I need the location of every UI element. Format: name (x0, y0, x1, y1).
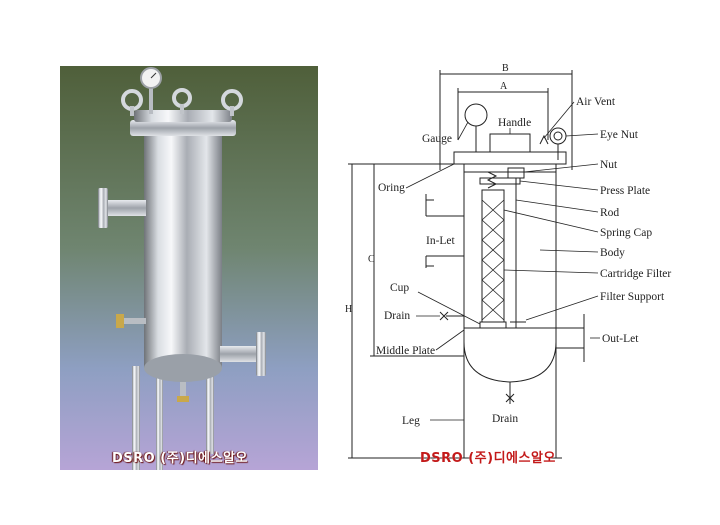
dimension-h-label: H (345, 304, 352, 315)
photo-bottom-drain-valve (177, 396, 189, 402)
label-cartridge-filter: Cartridge Filter (600, 268, 671, 280)
label-in-let: In-Let (426, 235, 456, 247)
label-drain-side: Drain (384, 310, 410, 322)
leader-spring-cap (503, 209, 599, 233)
photo-outlet-flange (256, 332, 266, 376)
label-handle: Handle (498, 117, 531, 129)
photo-outlet-pipe (220, 346, 258, 362)
photo-bolt-1 (130, 106, 134, 116)
label-press-plate: Press Plate (600, 185, 650, 197)
label-filter-support: Filter Support (600, 291, 665, 303)
photo-gauge-stem (149, 84, 153, 114)
photo-caption: DSRO (주)디에스알오 (112, 451, 248, 466)
nut-shape (507, 167, 525, 179)
handle-shape (489, 133, 531, 152)
leader-filter-support (525, 295, 599, 321)
eye-nut-icon (549, 127, 567, 145)
photo-leg-right (206, 366, 214, 454)
photo-drain-valve (116, 314, 124, 328)
photo-top-flange (130, 120, 236, 136)
leader-nut (523, 163, 599, 173)
filter-housing-photo (60, 66, 318, 470)
leader-press-plate (519, 180, 599, 191)
label-out-let: Out-Let (602, 333, 639, 345)
photo-inlet-pipe (104, 200, 146, 216)
air-vent-icon (539, 134, 549, 145)
label-air-vent: Air Vent (576, 96, 616, 108)
leader-cartridge (503, 269, 599, 274)
leader-oring (405, 163, 455, 189)
flange-shape (463, 163, 557, 173)
bottom-drain-valve-icon (505, 393, 515, 403)
photo-bottom-drain (180, 382, 186, 398)
label-gauge: Gauge (422, 133, 452, 145)
leader-gauge (457, 121, 469, 141)
leader-cup (417, 291, 481, 325)
leader-eye-nut (565, 133, 599, 137)
label-oring: Oring (378, 182, 405, 194)
photo-body (144, 132, 222, 368)
spring-icon (486, 171, 498, 189)
side-drain-valve-icon (439, 311, 449, 321)
body-bottom-dish (463, 341, 557, 383)
photo-leg-left (132, 366, 140, 470)
leader-middle-plate (435, 329, 465, 351)
press-plate-shape (479, 177, 521, 185)
technical-diagram: B A C H Air Vent Eye Nut Handle Gauge Nu… (345, 63, 671, 459)
photo-gauge-needle (150, 72, 157, 79)
photo-drain-pipe (120, 318, 146, 324)
photo-inlet-flange (98, 188, 108, 228)
outlet-pipe-shape (556, 327, 584, 349)
label-nut: Nut (600, 159, 618, 171)
photo-bolt-2 (180, 104, 184, 114)
label-eye-nut: Eye Nut (600, 129, 639, 141)
leader-body (539, 249, 599, 253)
lid-shape (453, 151, 567, 165)
dimension-c-label: C (368, 254, 375, 265)
photo-bolt-3 (230, 106, 234, 116)
gauge-icon (464, 103, 488, 127)
label-drain-bottom: Drain (492, 413, 518, 425)
label-spring-cap: Spring Cap (600, 227, 652, 239)
cartridge-hatch (481, 199, 505, 321)
diagram-caption: DSRO (주)디에스알오 (420, 451, 556, 466)
leader-rod (515, 199, 599, 213)
inlet-pipe-shape (425, 194, 464, 268)
label-middle-plate: Middle Plate (376, 345, 435, 357)
photo-bottom-dish (144, 354, 222, 382)
leader-air-vent (543, 101, 575, 139)
eye-nut-inner (553, 131, 563, 141)
label-cup: Cup (390, 282, 409, 294)
label-leg: Leg (402, 415, 420, 427)
cup-shape (479, 321, 507, 329)
photo-leg-center (156, 366, 163, 470)
label-rod: Rod (600, 207, 619, 219)
dimension-b-label: B (502, 63, 509, 74)
label-body: Body (600, 247, 625, 259)
photo-illustration (60, 66, 318, 470)
photo-lid (134, 110, 232, 122)
dimension-a-label: A (500, 81, 508, 92)
